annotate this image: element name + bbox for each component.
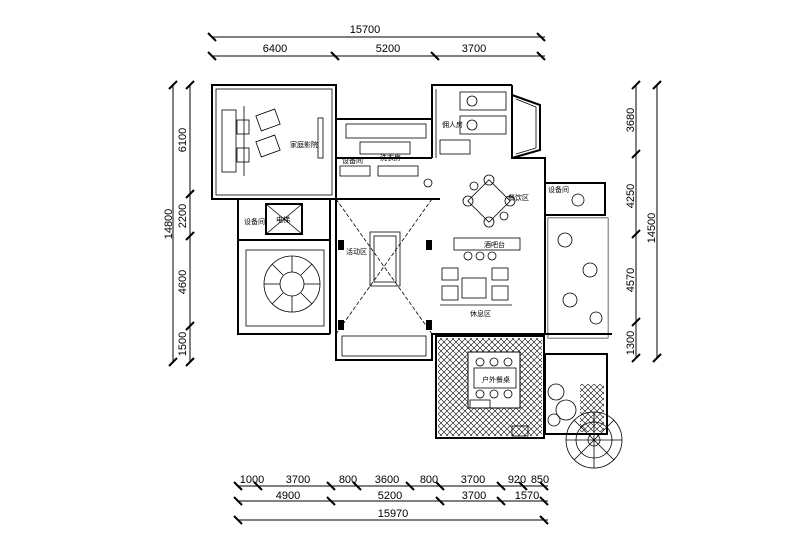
top-segment-dimension: 5200	[376, 43, 400, 55]
exterior-walls	[211, 84, 546, 361]
bottom-total-dimension: 15970	[378, 508, 409, 520]
top-segment-dimension: 6400	[263, 43, 287, 55]
dining-table-set	[462, 174, 516, 228]
right-segment-dimension: 4250	[625, 184, 637, 208]
bottom-row1-dimension: 800	[420, 474, 438, 486]
room-label-bar-counter: 酒吧台	[484, 240, 505, 249]
room-label-activity-area: 活动区	[346, 247, 367, 256]
servant-room-fixtures	[439, 91, 507, 155]
spiral-stair	[245, 249, 325, 327]
right-segment-dimension: 1300	[625, 331, 637, 355]
right-garden	[544, 182, 612, 339]
right-segment-dimension: 3680	[625, 108, 637, 132]
bottom-row2-dimension: 5200	[378, 490, 402, 502]
tree-symbol	[565, 411, 623, 469]
right-dimension-lines	[631, 80, 662, 363]
room-label-equipment-room: 设备间	[244, 217, 265, 226]
left-segment-dimension: 6100	[177, 128, 189, 152]
room-label-home-theater: 家庭影院	[290, 140, 318, 149]
left-dimension-lines	[168, 80, 195, 367]
bottom-dimension-lines	[233, 481, 549, 525]
bottom-row2-dimension: 4900	[276, 490, 300, 502]
room-label-servant-room: 佣人房	[442, 120, 463, 129]
room-label-equipment-room: 设备间	[548, 185, 569, 194]
bar-counter	[453, 237, 521, 261]
right-total-dimension: 14500	[646, 213, 658, 244]
right-segment-dimension: 4570	[625, 268, 637, 292]
outdoor-terrace	[435, 335, 545, 439]
bottom-row2-dimension: 3700	[462, 490, 486, 502]
room-label-elevator: 电梯	[276, 215, 290, 224]
bottom-row1-dimension: 3700	[461, 474, 485, 486]
room-label-dining-area: 餐饮区	[508, 193, 529, 202]
laundry-fixtures	[339, 123, 433, 188]
bottom-row1-dimension: 3700	[286, 474, 310, 486]
left-total-dimension: 14800	[163, 209, 175, 240]
activity-area	[335, 198, 433, 357]
right-terrace	[544, 353, 608, 435]
elevator-shaft	[265, 203, 303, 235]
room-label-outdoor-dining: 户外餐桌	[482, 375, 510, 384]
room-label-lounge-area: 休息区	[470, 309, 491, 318]
left-segment-dimension: 2200	[177, 204, 189, 228]
top-segment-dimension: 3700	[462, 43, 486, 55]
left-segment-dimension: 4600	[177, 270, 189, 294]
bottom-row1-dimension: 3600	[375, 474, 399, 486]
room-label-laundry-room: 洗衣房	[380, 153, 401, 162]
bottom-row1-dimension: 1000	[240, 474, 264, 486]
bottom-row1-dimension: 800	[339, 474, 357, 486]
bottom-row1-dimension: 920	[508, 474, 526, 486]
lounge-sofa-set	[440, 267, 512, 306]
left-segment-dimension: 1500	[177, 332, 189, 356]
room-label-equipment-room: 设备间	[342, 156, 363, 165]
home-theater-furniture	[221, 106, 324, 176]
top-dimension-lines	[207, 32, 546, 61]
top-total-dimension: 15700	[350, 24, 381, 36]
bottom-row2-dimension: 1570	[515, 490, 539, 502]
bottom-row1-dimension: 850	[531, 474, 549, 486]
